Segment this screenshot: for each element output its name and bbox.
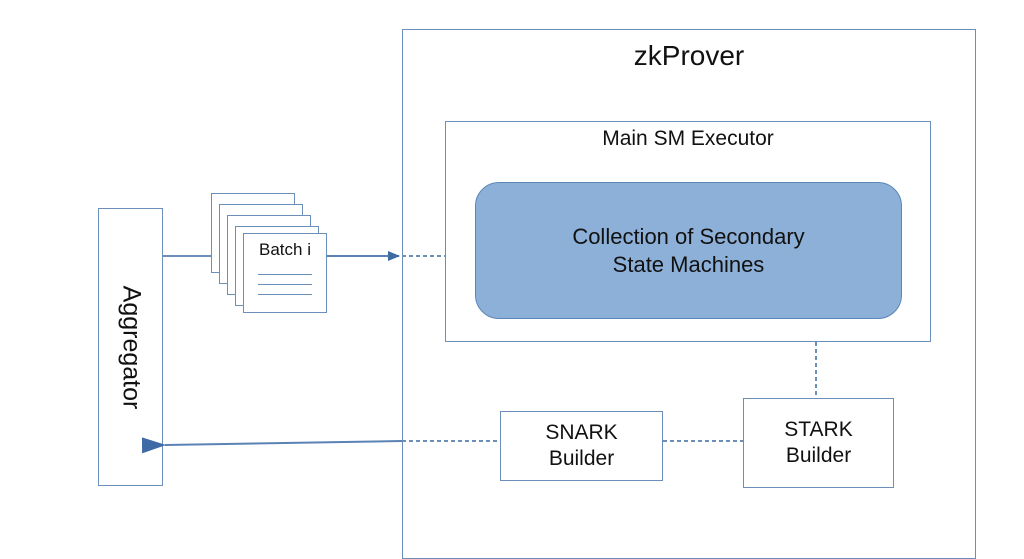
stark-line-1: STARK xyxy=(784,418,853,441)
zkprover-title: zkProver xyxy=(633,40,745,71)
stark-line-2: Builder xyxy=(785,444,852,467)
proof-to-aggregator-arrow xyxy=(141,437,403,454)
secondary-state-machines-box: Collection of Secondary State Machines xyxy=(475,182,902,319)
batch-text-line xyxy=(258,284,312,285)
snark-line-2: Builder xyxy=(548,447,615,470)
main-sm-executor-title: Main SM Executor xyxy=(602,127,774,150)
snark-builder-box: SNARK Builder xyxy=(500,411,663,481)
batch-document-front: Batch i xyxy=(243,233,327,313)
secondary-line-2: State Machines xyxy=(612,251,765,277)
batch-text-line xyxy=(258,274,312,275)
stark-builder-box: STARK Builder xyxy=(743,398,894,488)
connector-layer xyxy=(141,251,817,454)
batch-label: Batch i xyxy=(259,240,311,259)
secondary-line-1: Collection of Secondary xyxy=(572,223,805,249)
batch-text-line xyxy=(258,294,312,295)
snark-line-1: SNARK xyxy=(545,421,618,444)
